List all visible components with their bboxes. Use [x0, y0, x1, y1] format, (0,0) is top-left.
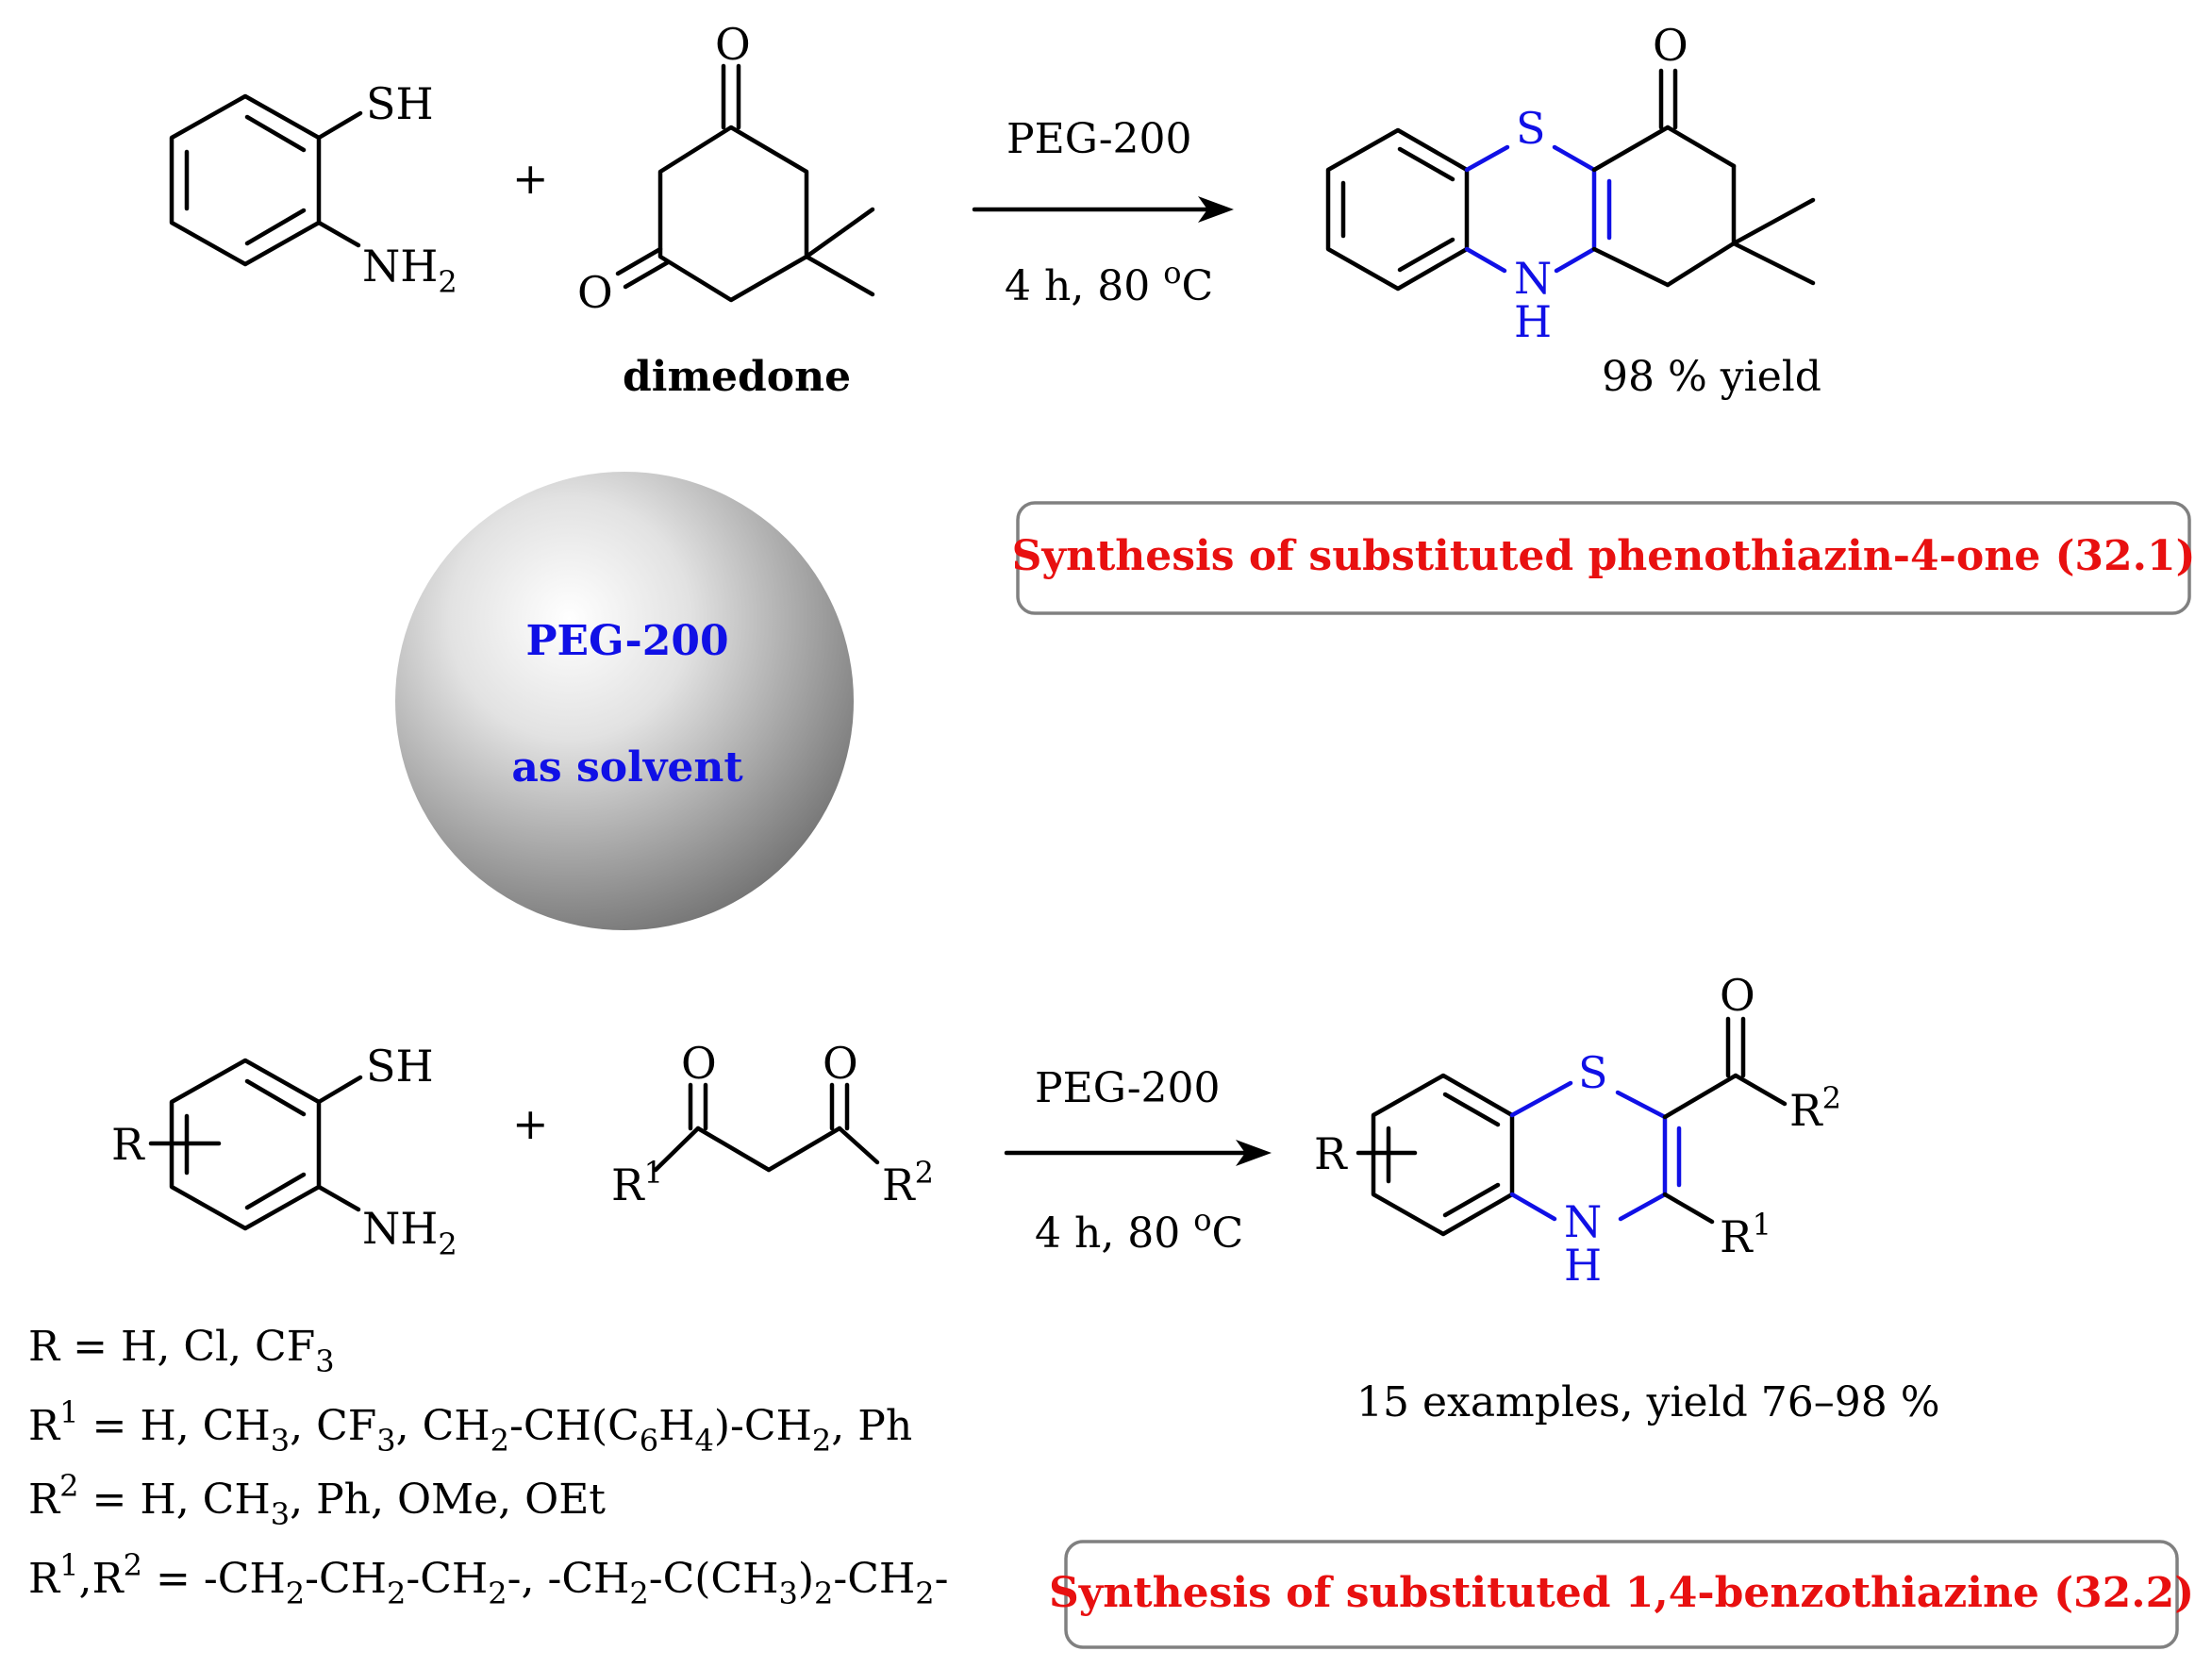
condition-unit-2: C [1212, 1209, 1244, 1258]
product2-r1-sup: 1 [1753, 1207, 1771, 1243]
product1-oxygen: O [1653, 20, 1688, 71]
sh-label-2: SH [366, 1041, 434, 1092]
condition-solvent-1: PEG-200 [1006, 115, 1192, 163]
aminothiophenol-2: R SH NH2 [111, 1041, 457, 1262]
svg-text:NH2: NH2 [362, 241, 457, 300]
dicarbonyl-r1-sup: 1 [644, 1155, 663, 1191]
product2-sulfur: S [1578, 1047, 1608, 1098]
sh-label: SH [366, 78, 434, 129]
svg-text:R1: R1 [611, 1155, 663, 1210]
plus-sign-2: + [512, 1098, 549, 1149]
product1-nitrogen: N [1514, 253, 1552, 304]
dimedone-o-left: O [577, 267, 613, 318]
dicarbonyl-r2: R [882, 1159, 916, 1210]
svg-text:NH2: NH2 [362, 1203, 457, 1262]
product1-nh-hydrogen: H [1514, 296, 1552, 347]
product2-nh-hydrogen: H [1564, 1240, 1602, 1291]
reaction-arrow-2: PEG-200 4 h, 80 oC [1004, 1064, 1272, 1258]
degree-sup-1: o [1163, 255, 1181, 291]
reaction-arrow-1: PEG-200 4 h, 80 oC [972, 115, 1234, 310]
title-phenothiazinone: Synthesis of substituted phenothiazin-4-… [1012, 532, 2196, 580]
svg-text:4 h, 80 oC: 4 h, 80 oC [1035, 1202, 1243, 1258]
sphere-solvent-role: as solvent [511, 743, 743, 792]
product2-nitrogen: N [1564, 1196, 1602, 1247]
product2-oxygen: O [1720, 970, 1755, 1021]
product2-r2: R [1789, 1085, 1823, 1136]
dicarbonyl-o2: O [823, 1038, 858, 1089]
definition-r1-r2: R1,R2 = -CH2-CH2-CH2-, -CH2-C(CH3)2-CH2- [28, 1547, 949, 1611]
dimedone-name: dimedone [623, 353, 851, 401]
plus-sign: + [512, 153, 549, 204]
degree-sup-2: o [1193, 1202, 1211, 1238]
svg-text:R1: R1 [1720, 1207, 1771, 1262]
yield-1: 98 % yield [1602, 353, 1821, 401]
svg-text:R2: R2 [882, 1155, 934, 1210]
reaction-2: R SH NH2 + O O R1 R2 PEG-200 4 h, 80 oC [28, 970, 2194, 1649]
dimedone-o-top: O [715, 19, 751, 70]
product2-r-group: R [1314, 1128, 1348, 1179]
sphere-solvent-name: PEG-200 [525, 617, 728, 665]
nh2-label: NH [362, 241, 438, 292]
condition-time-temp-2: 4 h, 80 [1035, 1209, 1193, 1258]
yield-2: 15 examples, yield 76–98 % [1356, 1378, 1940, 1426]
product2-r2-sup: 2 [1822, 1080, 1841, 1116]
definition-r2: R2 = H, CH3, Ph, OMe, OEt [28, 1468, 606, 1532]
nh2-subscript-2: 2 [438, 1226, 457, 1262]
dicarbonyl-r1: R [611, 1159, 645, 1210]
product1-sulfur: S [1516, 103, 1546, 154]
svg-text:4 h, 80 oC: 4 h, 80 oC [1005, 255, 1213, 310]
title-box-2 [1064, 1540, 2179, 1649]
aminothiophenol-1: SH NH2 [169, 78, 457, 300]
definition-r: R = H, Cl, CF3 [28, 1323, 335, 1379]
nh2-label-2: NH [362, 1203, 438, 1254]
title-benzothiazine: Synthesis of substituted 1,4-benzothiazi… [1049, 1569, 2194, 1617]
condition-solvent-2: PEG-200 [1035, 1064, 1221, 1112]
substituent-definitions: R = H, Cl, CF3 R1 = H, CH3, CF3, CH2-CH(… [28, 1323, 949, 1611]
dicarbonyl-o1: O [681, 1038, 717, 1089]
condition-time-temp-1: 4 h, 80 [1005, 262, 1163, 310]
svg-text:R2: R2 [1789, 1080, 1841, 1136]
definition-r1: R1 = H, CH3, CF3, CH2-CH(C6H4)-CH2, Ph [28, 1394, 912, 1459]
reaction-1: SH NH2 + O O dimedone PEG-200 4 h, 80 oC [169, 19, 2196, 615]
nh2-subscript: 2 [438, 264, 457, 300]
dicarbonyl-r2-sup: 2 [915, 1155, 934, 1191]
benzothiazine-structure: R S N H O R2 R1 15 examples, yield 76–98… [1314, 970, 1940, 1426]
phenothiazinone-structure: S N H O 98 % yield [1325, 20, 1821, 401]
condition-unit-1: C [1182, 262, 1214, 310]
product2-r1: R [1720, 1211, 1754, 1262]
dimedone-structure: O O dimedone [577, 19, 875, 401]
dicarbonyl-structure: O O R1 R2 [611, 1038, 934, 1210]
peg-sphere: PEG-200 as solvent [395, 472, 854, 930]
title-box-1 [1016, 501, 2191, 615]
reactant-r-group: R [111, 1119, 145, 1170]
